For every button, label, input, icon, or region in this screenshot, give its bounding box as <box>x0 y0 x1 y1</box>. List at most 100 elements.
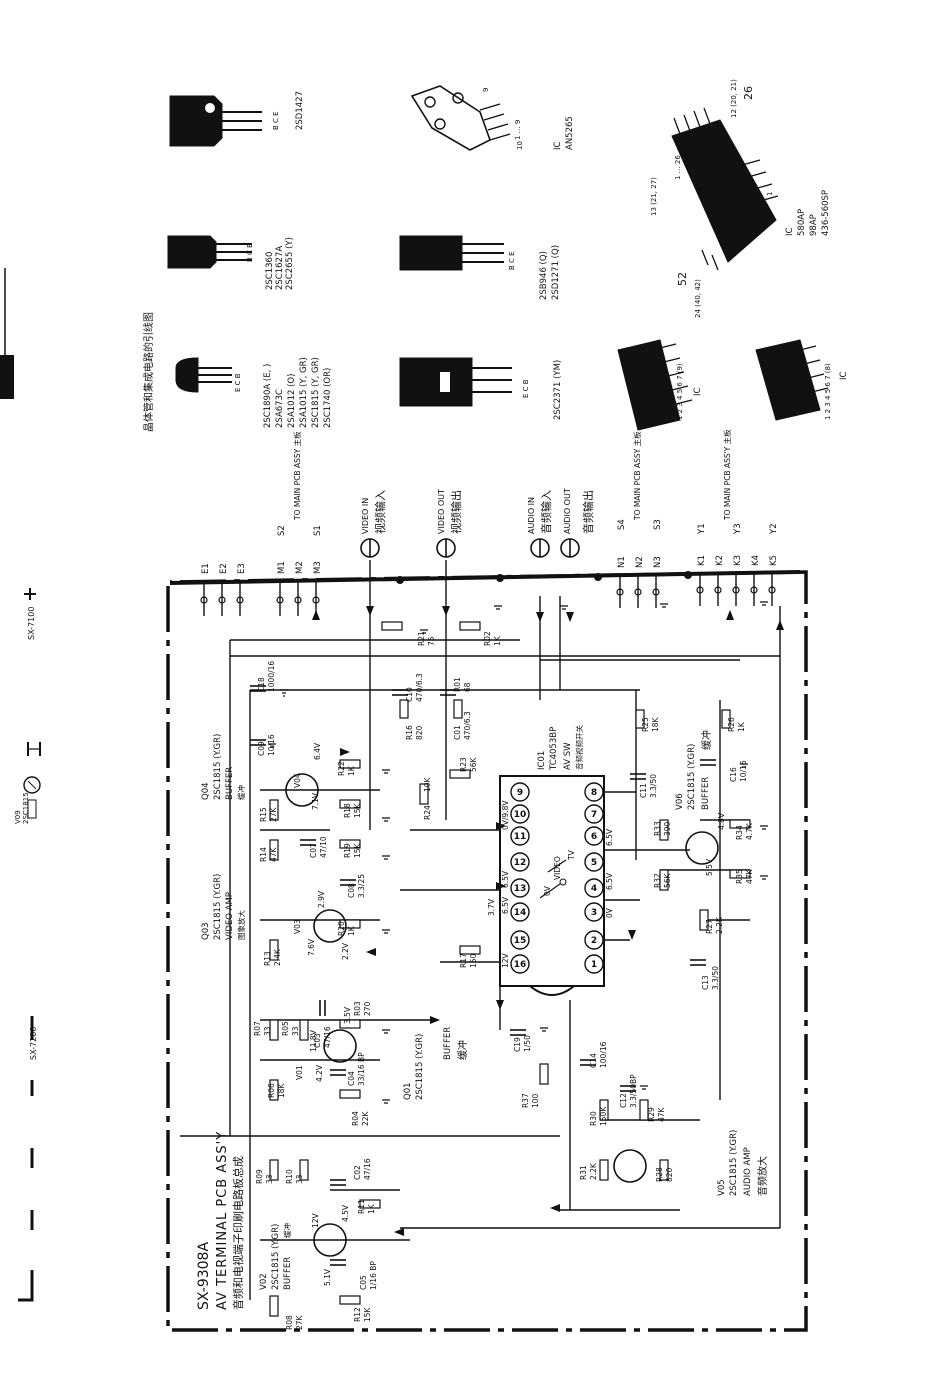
svg-text:1K: 1K <box>347 765 356 776</box>
svg-text:8: 8 <box>591 788 597 798</box>
svg-text:缓冲: 缓冲 <box>236 785 246 800</box>
svg-text:4: 4 <box>591 884 597 894</box>
left-margin-marks <box>0 268 41 1302</box>
svg-text:33: 33 <box>295 1174 304 1184</box>
svg-text:2SC1740 (OR): 2SC1740 (OR) <box>323 368 333 428</box>
svg-text:R17: R17 <box>459 953 468 968</box>
svg-text:7.6V: 7.6V <box>307 938 316 956</box>
svg-text:S4: S4 <box>617 519 627 530</box>
pinout-group-3: E C B 2SC1890A (E, ) 2SA673C 2SA1012 (O)… <box>234 357 333 428</box>
side-label-bottom: SX-7200 <box>29 1027 38 1060</box>
svg-text:BUFFER: BUFFER <box>701 777 711 810</box>
svg-text:缓冲: 缓冲 <box>456 1040 469 1060</box>
ic01-pin-numbers: 1 2 3 4 5 6 7 8 9 10 11 12 13 14 15 16 <box>514 788 597 970</box>
svg-text:6.4V: 6.4V <box>313 742 322 760</box>
svg-text:1 … 26: 1 … 26 <box>674 155 682 180</box>
svg-text:9: 9 <box>517 788 523 798</box>
svg-text:1 2 3 4 5 6 7 (8): 1 2 3 4 5 6 7 (8) <box>824 363 832 420</box>
svg-text:V06: V06 <box>675 793 685 810</box>
svg-text:9: 9 <box>482 88 490 92</box>
signal-arrows <box>312 606 784 1236</box>
svg-text:缓冲: 缓冲 <box>282 1223 292 1238</box>
svg-text:4.2V: 4.2V <box>315 1064 324 1082</box>
svg-text:R22: R22 <box>337 761 346 776</box>
svg-text:2SC2371 (YM): 2SC2371 (YM) <box>553 360 563 420</box>
svg-text:2.4K: 2.4K <box>273 948 282 966</box>
jack-audio-out: AUDIO OUT <box>563 488 572 534</box>
pinout-group-7: IC 580AP 98AP 436-560SP 1 … 26 <box>674 155 831 236</box>
svg-text:2SC1815 (Y, GR): 2SC1815 (Y, GR) <box>311 357 321 428</box>
svg-text:0V: 0V <box>543 885 552 896</box>
svg-text:R10: R10 <box>285 1169 294 1184</box>
svg-text:56K: 56K <box>663 872 672 888</box>
svg-text:1K: 1K <box>367 1203 376 1214</box>
svg-text:5: 5 <box>591 858 597 868</box>
svg-text:6.5V: 6.5V <box>605 828 614 846</box>
svg-text:2.2V: 2.2V <box>341 942 350 960</box>
svg-text:AV SW: AV SW <box>563 742 573 770</box>
svg-text:16: 16 <box>514 960 527 970</box>
svg-text:3.3/25: 3.3/25 <box>357 874 366 898</box>
power-rail <box>169 570 801 585</box>
svg-text:V01: V01 <box>295 1065 304 1080</box>
svg-text:2: 2 <box>591 936 597 946</box>
svg-text:音频放大: 音频放大 <box>756 1156 769 1196</box>
svg-text:M2: M2 <box>295 561 305 574</box>
svg-text:BUFFER: BUFFER <box>225 767 235 800</box>
svg-text:图象放大: 图象放大 <box>236 910 246 940</box>
svg-text:6.5V: 6.5V <box>605 872 614 890</box>
pinout-heading: 晶体管和集成电路的引线图 <box>142 312 155 432</box>
svg-text:K4: K4 <box>751 555 761 566</box>
svg-text:VIDEO AMP: VIDEO AMP <box>225 892 235 940</box>
svg-text:27K: 27K <box>295 1314 304 1330</box>
svg-text:R14: R14 <box>259 847 268 862</box>
side-transistor-part: 2SC1815 <box>22 792 30 824</box>
svg-text:S2: S2 <box>277 525 287 536</box>
resistor-bodies <box>269 621 751 1317</box>
svg-text:56K: 56K <box>469 756 478 772</box>
ic01-switch-labels: VIDEO TV 0V <box>543 849 576 896</box>
svg-text:S1: S1 <box>313 525 323 536</box>
pinout-group-2: B C E 2SC1360 2SC1627A 2SC2655 (Y) <box>246 237 295 290</box>
svg-text:12: 12 <box>514 858 527 868</box>
svg-text:R18: R18 <box>343 803 352 818</box>
svg-text:15K: 15K <box>353 802 362 818</box>
svg-text:820: 820 <box>665 1167 674 1182</box>
svg-text:R16: R16 <box>405 725 414 740</box>
svg-text:3.3/50: 3.3/50 <box>649 774 658 798</box>
svg-text:47K: 47K <box>745 868 754 884</box>
node-voltages: 11.8V 3.5V 4.2V 7.6V 2.9V 2.2V 6.4V 7.1V… <box>307 742 726 1286</box>
svg-text:R04: R04 <box>351 1111 360 1126</box>
svg-text:BUFFER: BUFFER <box>443 1027 453 1060</box>
svg-text:M3: M3 <box>313 561 323 574</box>
side-label-top: SX-7100 <box>27 607 36 640</box>
svg-text:47K: 47K <box>269 846 278 862</box>
svg-text:1K: 1K <box>347 925 356 936</box>
svg-text:3.5V: 3.5V <box>343 1006 352 1024</box>
svg-text:2SC1360: 2SC1360 <box>265 252 275 290</box>
transistor-v05: V05 2SC1815 (Y.GR) AUDIO AMP 音频放大 <box>717 1130 769 1196</box>
svg-text:R33: R33 <box>653 821 662 836</box>
svg-text:IC: IC <box>693 387 703 396</box>
svg-text:52: 52 <box>676 272 689 286</box>
svg-text:26: 26 <box>742 86 755 100</box>
svg-text:N3: N3 <box>653 556 663 568</box>
transistor-q04: Q04 2SC1815 (Y.GR) BUFFER 缓冲 <box>201 734 246 800</box>
svg-text:100: 100 <box>531 1093 540 1108</box>
svg-text:2SC1815 (Y.GR): 2SC1815 (Y.GR) <box>415 1034 425 1100</box>
svg-text:33: 33 <box>263 1026 272 1036</box>
svg-text:Q04: Q04 <box>201 782 211 800</box>
ground-symbols <box>268 601 768 1104</box>
pinout-group-4: IC AN5265 1 … 9 <box>514 116 575 150</box>
svg-text:E C B: E C B <box>234 373 242 392</box>
svg-text:C12: C12 <box>619 1093 628 1108</box>
svg-text:IC: IC <box>839 371 849 380</box>
svg-text:2SC1815 (Y.GR): 2SC1815 (Y.GR) <box>271 1224 281 1290</box>
svg-text:15: 15 <box>514 936 527 946</box>
svg-text:VIDEO: VIDEO <box>553 856 562 880</box>
connector-m: M1 M2 M3 S2 S1 TO MAIN PCB ASSY 主板 <box>277 431 323 574</box>
svg-text:27K: 27K <box>269 806 278 822</box>
svg-text:6.5V: 6.5V <box>501 870 510 888</box>
